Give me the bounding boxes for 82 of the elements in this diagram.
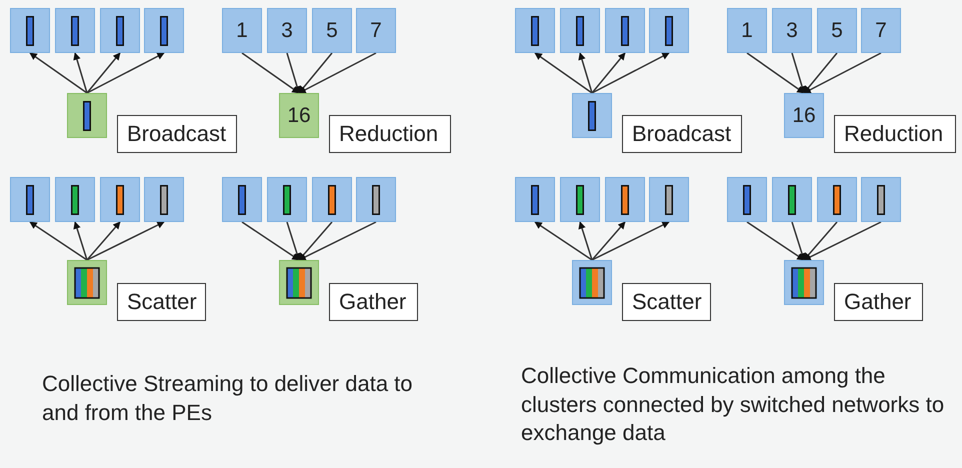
arrow (86, 221, 165, 261)
buffer-box (572, 93, 612, 138)
arrow (298, 52, 376, 94)
buffer-box (861, 177, 901, 222)
arrow (242, 52, 300, 94)
arrow (534, 52, 592, 94)
buffer-box (649, 8, 689, 53)
buffer-box (727, 177, 767, 222)
buffer-box (817, 177, 857, 222)
arrow (791, 222, 806, 261)
buffer-box (67, 260, 107, 305)
arrow (591, 221, 626, 260)
arrow (298, 221, 376, 261)
buffer-box (144, 8, 184, 53)
buffer-box (55, 8, 95, 53)
buffer-box (222, 177, 262, 222)
arrow (86, 52, 165, 94)
buffer-box (10, 177, 50, 222)
arrow (298, 52, 333, 94)
arrow (791, 52, 806, 94)
arrow (534, 221, 592, 261)
value-box: 5 (312, 8, 352, 53)
arrow (578, 52, 593, 94)
operation-label: Broadcast (117, 115, 237, 153)
arrow (592, 221, 670, 261)
arrow (746, 52, 805, 94)
arrow (286, 222, 301, 261)
buffer-box (312, 177, 352, 222)
arrow (29, 52, 88, 94)
arrow (29, 221, 88, 261)
arrow (242, 221, 300, 261)
arrow (578, 221, 593, 260)
buffer-box (67, 93, 107, 138)
buffer-box (10, 8, 50, 53)
buffer-box (605, 8, 645, 53)
buffer-box (144, 177, 184, 222)
arrow (803, 52, 882, 94)
arrow (73, 221, 88, 260)
value-box: 16 (279, 93, 319, 138)
arrow (86, 52, 121, 94)
operation-label: Scatter (622, 283, 711, 321)
arrow (298, 222, 333, 261)
value-box: 3 (267, 8, 307, 53)
buffer-box (605, 177, 645, 222)
buffer-box (279, 260, 319, 305)
buffer-box (560, 177, 600, 222)
operation-label: Reduction (834, 115, 956, 153)
operation-label: Gather (834, 283, 923, 321)
buffer-box (100, 177, 140, 222)
arrow (746, 221, 805, 261)
buffer-box (560, 8, 600, 53)
value-box: 1 (727, 8, 767, 53)
value-box: 5 (817, 8, 857, 53)
caption-text: Collective Streaming to deliver data to and from the PEs (42, 370, 414, 427)
arrow (803, 221, 882, 261)
buffer-box (55, 177, 95, 222)
arrow (286, 52, 301, 94)
arrow (803, 222, 838, 261)
arrow (86, 221, 121, 260)
buffer-box (267, 177, 307, 222)
value-box: 16 (784, 93, 824, 138)
value-box: 1 (222, 8, 262, 53)
arrow (592, 52, 670, 94)
value-box: 7 (356, 8, 396, 53)
buffer-box (100, 8, 140, 53)
operation-label: Reduction (329, 115, 451, 153)
buffer-box (515, 8, 555, 53)
buffer-box (356, 177, 396, 222)
arrow (73, 52, 88, 94)
operation-label: Scatter (117, 283, 206, 321)
operation-label: Gather (329, 283, 418, 321)
buffer-box (572, 260, 612, 305)
operation-label: Broadcast (622, 115, 742, 153)
value-box: 3 (772, 8, 812, 53)
arrow (803, 52, 838, 94)
buffer-box (784, 260, 824, 305)
buffer-box (772, 177, 812, 222)
buffer-box (649, 177, 689, 222)
buffer-box (515, 177, 555, 222)
caption-text: Collective Communication among the clusters connected by switched networks to exchange data (521, 362, 946, 448)
arrow (591, 52, 626, 94)
value-box: 7 (861, 8, 901, 53)
